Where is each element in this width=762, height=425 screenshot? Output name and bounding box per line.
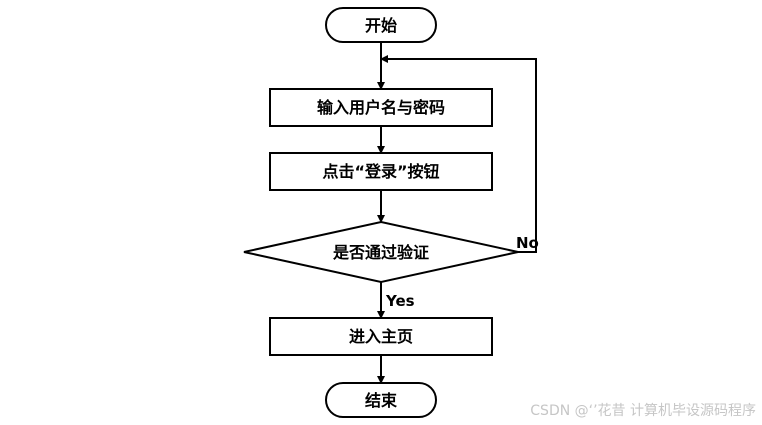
start-node-label: 开始 [365, 16, 397, 35]
end-node: 结束 [325, 382, 437, 418]
input-credentials-node: 输入用户名与密码 [269, 88, 493, 127]
end-node-label: 结束 [364, 391, 398, 410]
input-credentials-label: 输入用户名与密码 [317, 98, 445, 117]
watermark-text: CSDN @‘’花昔 计算机毕设源码程序 [530, 403, 756, 419]
click-login-node: 点击“登录”按钮 [269, 152, 493, 191]
verification-decision-node: 是否通过验证 [243, 220, 519, 284]
yes-branch-label: Yes [385, 292, 415, 310]
start-node: 开始 [325, 7, 437, 43]
enter-home-node: 进入主页 [269, 317, 493, 356]
click-login-label: 点击“登录”按钮 [322, 162, 439, 181]
verification-decision-label: 是否通过验证 [332, 243, 429, 262]
enter-home-label: 进入主页 [349, 327, 413, 346]
arrow-no-loop-back [380, 55, 537, 253]
no-branch-label: No [516, 234, 539, 252]
